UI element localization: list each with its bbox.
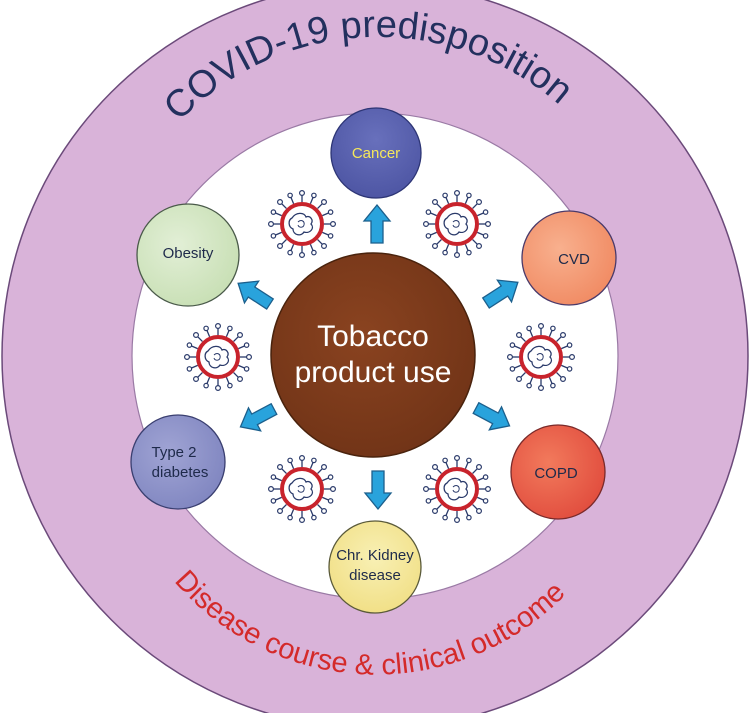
cancer-node [330,107,422,199]
copd-label: COPD [534,465,578,482]
coronavirus-icon [505,321,577,393]
coronavirus-icon [266,188,338,260]
ckd-label-line1: Chr. Kidney [336,547,414,564]
coronavirus-icon [182,321,254,393]
tobacco-label-line2: product use [295,356,452,389]
coronavirus-icon [266,453,338,525]
cvd-label: CVD [558,251,590,268]
tobacco-label-line1: Tobacco [317,320,429,353]
t2d-node [130,414,226,510]
coronavirus-icon [421,453,493,525]
coronavirus-icon [421,188,493,260]
cvd-node [521,210,617,306]
obesity-node [136,203,240,307]
t2d-label-line2: diabetes [152,464,209,481]
ckd-node [328,520,422,614]
copd-node [510,424,606,520]
ckd-label-line2: disease [349,567,401,584]
cancer-label: Cancer [352,145,400,162]
obesity-label: Obesity [163,245,214,262]
tobacco-center-circle [270,252,476,458]
t2d-label-line1: Type 2 [151,444,196,461]
